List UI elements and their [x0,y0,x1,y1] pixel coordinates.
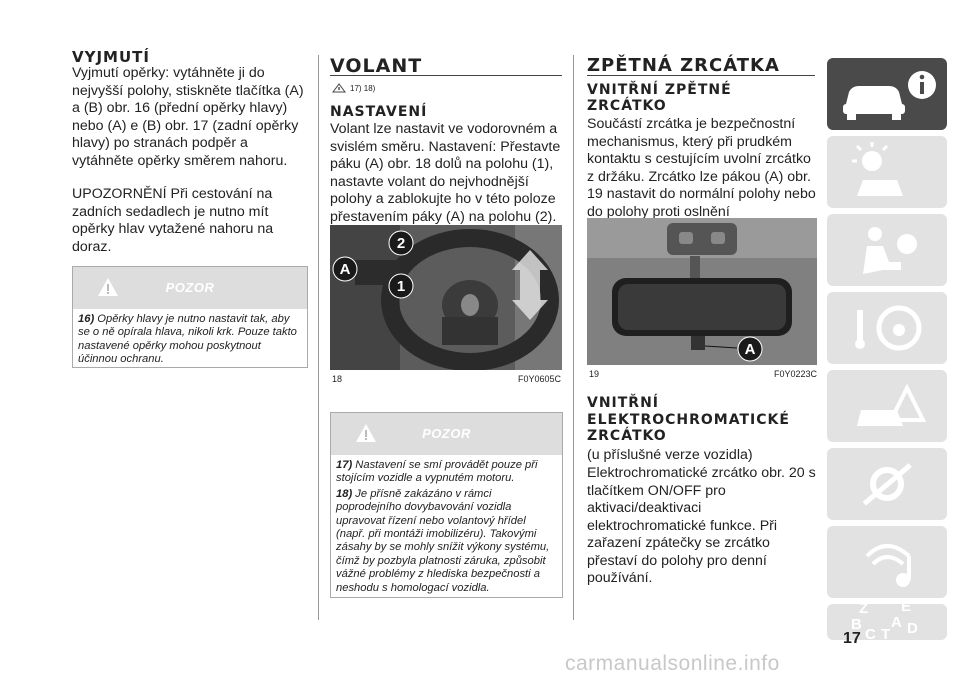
book-reference-icon [332,83,346,93]
paragraph-upozorneni: UPOZORNĚNÍ Při cestování na zadních seda… [72,186,274,255]
heading-rule-zrcatka [587,75,815,76]
reference-numbers: 17) 18) [350,84,376,93]
steering-wheel-illustration [330,225,562,370]
figure-19-rearview-mirror: A [587,218,817,365]
warning-box-17-18: POZOR 17) Nastavení se smí provádět pouz… [330,412,563,598]
figure-label-a: A [332,256,358,282]
tab-multimedia[interactable] [827,526,947,598]
paragraph-verze: (u příslušné verze vozidla) [587,447,753,463]
tab-warning-triangle[interactable] [827,370,947,442]
paragraph-nastaveni: Volant lze nastavit ve vodorovném a svis… [330,121,561,225]
column-divider-1 [318,55,319,620]
tab-car-info[interactable] [827,58,947,130]
warning-title: POZOR [165,280,215,295]
tab-dashboard-lights[interactable] [827,136,947,208]
warning-triangle-icon [356,424,376,442]
car-info-icon [843,71,936,120]
airbag-safety-icon [863,227,917,274]
tab-maintenance[interactable] [827,448,947,520]
section-heading-volant: VOLANT [330,55,423,77]
figure-19-code: F0Y0223C [774,369,818,379]
warning-box-16: POZOR 16) Opěrky hlavy je nutno nastavit… [72,266,308,368]
warning-triangle-icon [857,383,927,426]
section-heading-zpetna-zrcatka: ZPĚTNÁ ZRCÁTKA [587,55,780,76]
warning-triangle-icon [98,278,118,296]
heading-rule-volant [330,75,562,76]
warning-header: POZOR [331,413,562,455]
section-heading-vyjmuti: VYJMUTÍ [72,48,150,66]
warning-body: 16) Opěrky hlavy je nutno nastavit tak, … [73,309,307,372]
paragraph-elektrochromaticke: Elektrochromatické zrcátko obr. 20 s tla… [587,465,816,586]
svg-text:1: 1 [397,278,405,295]
svg-text:A: A [745,341,756,358]
tab-index[interactable]: Z E B A C T D [827,604,947,640]
warning-item-17: 17) Nastavení se smí provádět pouze při … [336,459,538,485]
maintenance-wrench-icon [862,463,912,506]
figure-18-steering-wheel: 2 A 1 [330,225,562,370]
tab-steering-wheel[interactable] [827,292,947,364]
tab-airbag-safety[interactable] [827,214,947,286]
figure-label-1: 1 [388,273,414,299]
column-divider-2 [573,55,574,620]
multimedia-icon [865,544,911,587]
figure-19-number: 19 [589,369,600,379]
warning-header: POZOR [73,267,307,309]
warning-number: 16) [78,313,95,325]
svg-text:2: 2 [397,235,405,252]
subheading-nastaveni: NASTAVENÍ [330,104,428,120]
mirror-illustration [587,218,817,365]
dashboard-lights-icon [852,142,903,196]
warning-body: 17) Nastavení se smí provádět pouze při … [331,455,562,600]
figure-18-number: 18 [332,374,343,384]
page-number: 17 [843,630,861,647]
svg-text:A: A [340,261,351,278]
paragraph-vyjmuti: Vyjmutí opěrky: vytáhněte ji do nejvyšší… [72,65,304,169]
figure-18-code: F0Y0605C [518,374,562,384]
steering-wheel-icon [855,305,922,351]
watermark: carmanualsonline.info [565,652,780,675]
subheading-elektrochromaticke: VNITŘNÍ ELEKTROCHROMATICKÉ ZRCÁTKO [587,395,790,444]
warning-item-18: 18) Je přísně zakázáno v rámci poprodejn… [336,487,550,594]
warning-title: POZOR [422,426,471,441]
index-letters-icon: Z E B A C T D [851,604,918,640]
paragraph-vnitrni-zrcatko: Součástí zrcátka je bezpečnostní mechani… [587,116,816,220]
figure-label-2: 2 [388,230,414,256]
figure-label-a: A [737,336,763,362]
warning-text: Opěrky hlavy je nutno nastavit tak, aby … [78,313,297,366]
subheading-vnitrni-zpetne-zrcatko: VNITŘNÍ ZPĚTNÉ ZRCÁTKO [587,82,732,114]
